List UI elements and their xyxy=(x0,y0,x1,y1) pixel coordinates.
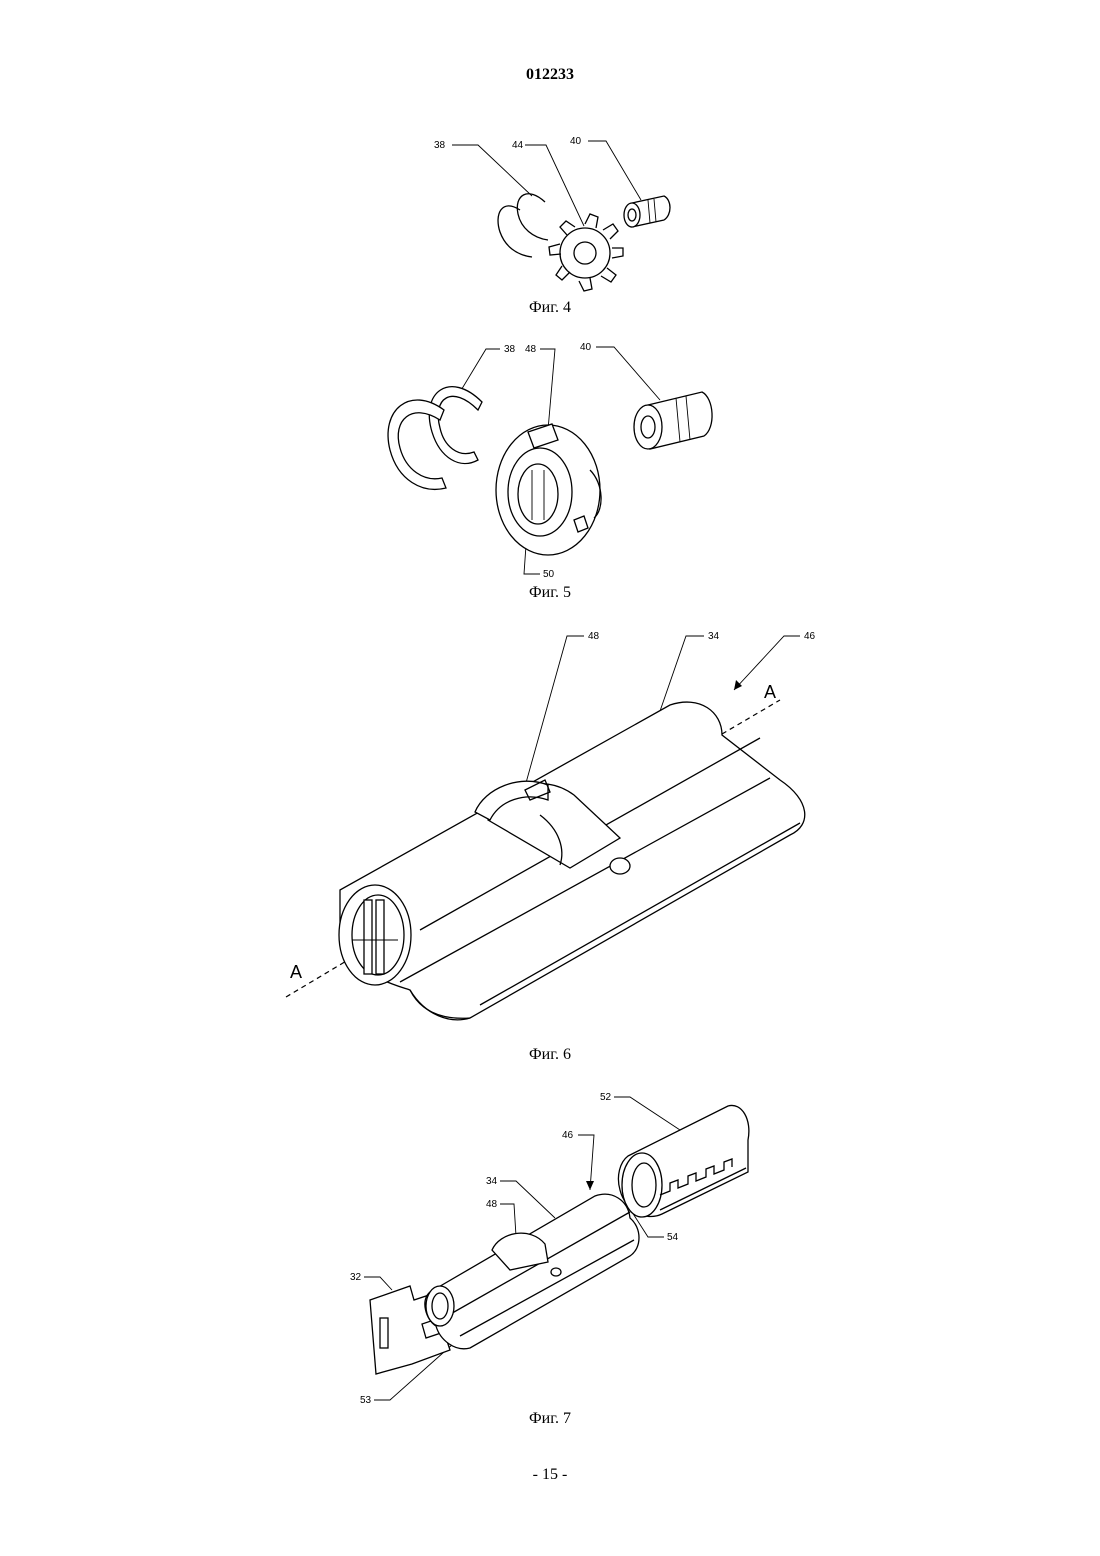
fig6-label-34: 34 xyxy=(708,631,720,642)
fig7-sleeve xyxy=(618,1105,748,1217)
fig6-lock-cylinder-body xyxy=(339,702,805,1020)
fig5-snap-ring-back xyxy=(429,387,482,464)
fig4-bushing xyxy=(624,196,670,227)
fig5-bushing xyxy=(634,392,712,449)
figure-5-caption: Фиг. 5 xyxy=(0,584,1100,602)
fig7-lock-cylinder-body xyxy=(425,1194,639,1349)
fig7-label-53: 53 xyxy=(360,1395,372,1406)
fig7-label-48: 48 xyxy=(486,1199,498,1210)
fig5-label-50: 50 xyxy=(543,569,555,580)
fig4-snap-ring-front xyxy=(498,206,532,257)
fig4-snap-ring-back xyxy=(517,194,548,240)
figure-7-drawing: 52 46 34 48 54 32 53 xyxy=(0,1086,1100,1414)
figure-6-caption: Фиг. 6 xyxy=(0,1046,1100,1064)
fig6-section-mark-right: A xyxy=(764,682,776,702)
fig4-gear xyxy=(549,214,623,291)
figure-6-drawing: 48 34 46 A A xyxy=(0,622,1100,1032)
fig7-label-46: 46 xyxy=(562,1130,574,1141)
figure-4-caption: Фиг. 4 xyxy=(0,299,1100,317)
fig7-label-54: 54 xyxy=(667,1232,679,1243)
fig6-label-48: 48 xyxy=(588,631,600,642)
fig5-label-38: 38 xyxy=(504,344,516,355)
page-number: - 15 - xyxy=(0,1466,1100,1484)
document-number: 012233 xyxy=(0,66,1100,84)
fig7-label-34: 34 xyxy=(486,1176,498,1187)
fig5-label-48: 48 xyxy=(525,344,537,355)
fig4-label-40: 40 xyxy=(570,136,582,147)
fig7-label-32: 32 xyxy=(350,1272,362,1283)
fig4-label-44: 44 xyxy=(512,140,524,151)
fig4-label-38: 38 xyxy=(434,140,446,151)
figure-4-drawing: 38 44 40 xyxy=(0,120,1100,300)
fig5-cam-ring xyxy=(496,424,601,555)
fig7-label-52: 52 xyxy=(600,1092,612,1103)
fig6-label-46: 46 xyxy=(804,631,816,642)
figure-5-drawing: 38 48 40 50 xyxy=(0,336,1100,586)
fig6-section-mark-left: A xyxy=(290,962,302,982)
figure-7-caption: Фиг. 7 xyxy=(0,1410,1100,1428)
fig5-label-40: 40 xyxy=(580,342,592,353)
